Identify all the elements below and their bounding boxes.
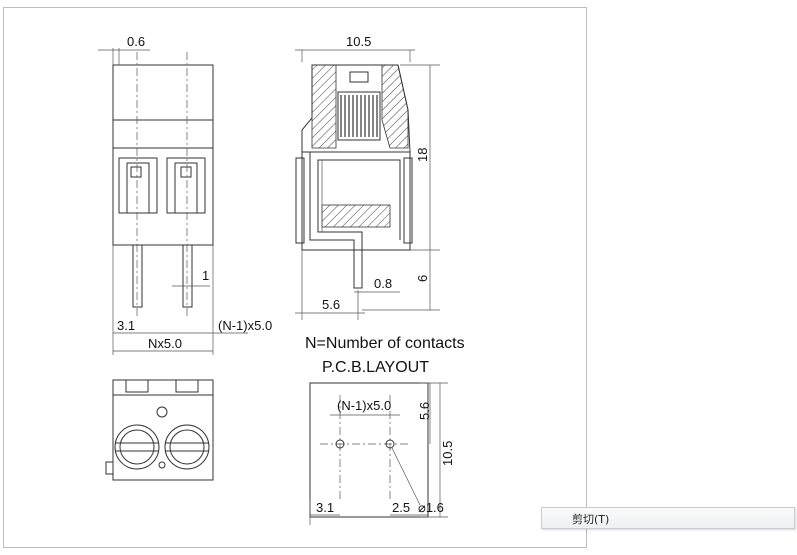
- dim-left-margin: 3.1: [117, 318, 135, 333]
- context-menu-item-cut[interactable]: 剪切(T): [572, 513, 610, 526]
- dim-total-length: Nx5.0: [148, 336, 182, 351]
- dim-pin-offset: 5.6: [322, 297, 340, 312]
- dim-top-width: 0.6: [127, 34, 145, 49]
- pcb-row-offset: 5.6: [417, 402, 432, 420]
- pcb-pitch: (N-1)x5.0: [337, 398, 391, 413]
- dim-pin-length: 6: [415, 275, 430, 282]
- pcb-left-margin: 3.1: [316, 500, 334, 515]
- dim-pitch-formula: (N-1)x5.0: [218, 318, 272, 333]
- dim-side-width: 10.5: [346, 34, 371, 49]
- drawing-border: [3, 7, 587, 548]
- bottom-view: [105, 379, 214, 481]
- side-view: [295, 49, 440, 320]
- pcb-right-margin: 2.5: [392, 500, 410, 515]
- context-menu: 剪切(T): [541, 507, 795, 529]
- pcb-hole-diameter: ⌀1.6: [418, 500, 444, 515]
- dim-body-height: 18: [415, 148, 430, 162]
- pcb-layout-view: [309, 382, 448, 525]
- pcb-layout-title: P.C.B.LAYOUT: [322, 359, 429, 376]
- pcb-height: 10.5: [440, 441, 455, 466]
- dim-pin-thickness: 0.8: [374, 276, 392, 291]
- contacts-legend: N=Number of contacts: [305, 335, 465, 352]
- dim-pin-width: 1: [202, 268, 209, 283]
- front-view: [98, 48, 248, 355]
